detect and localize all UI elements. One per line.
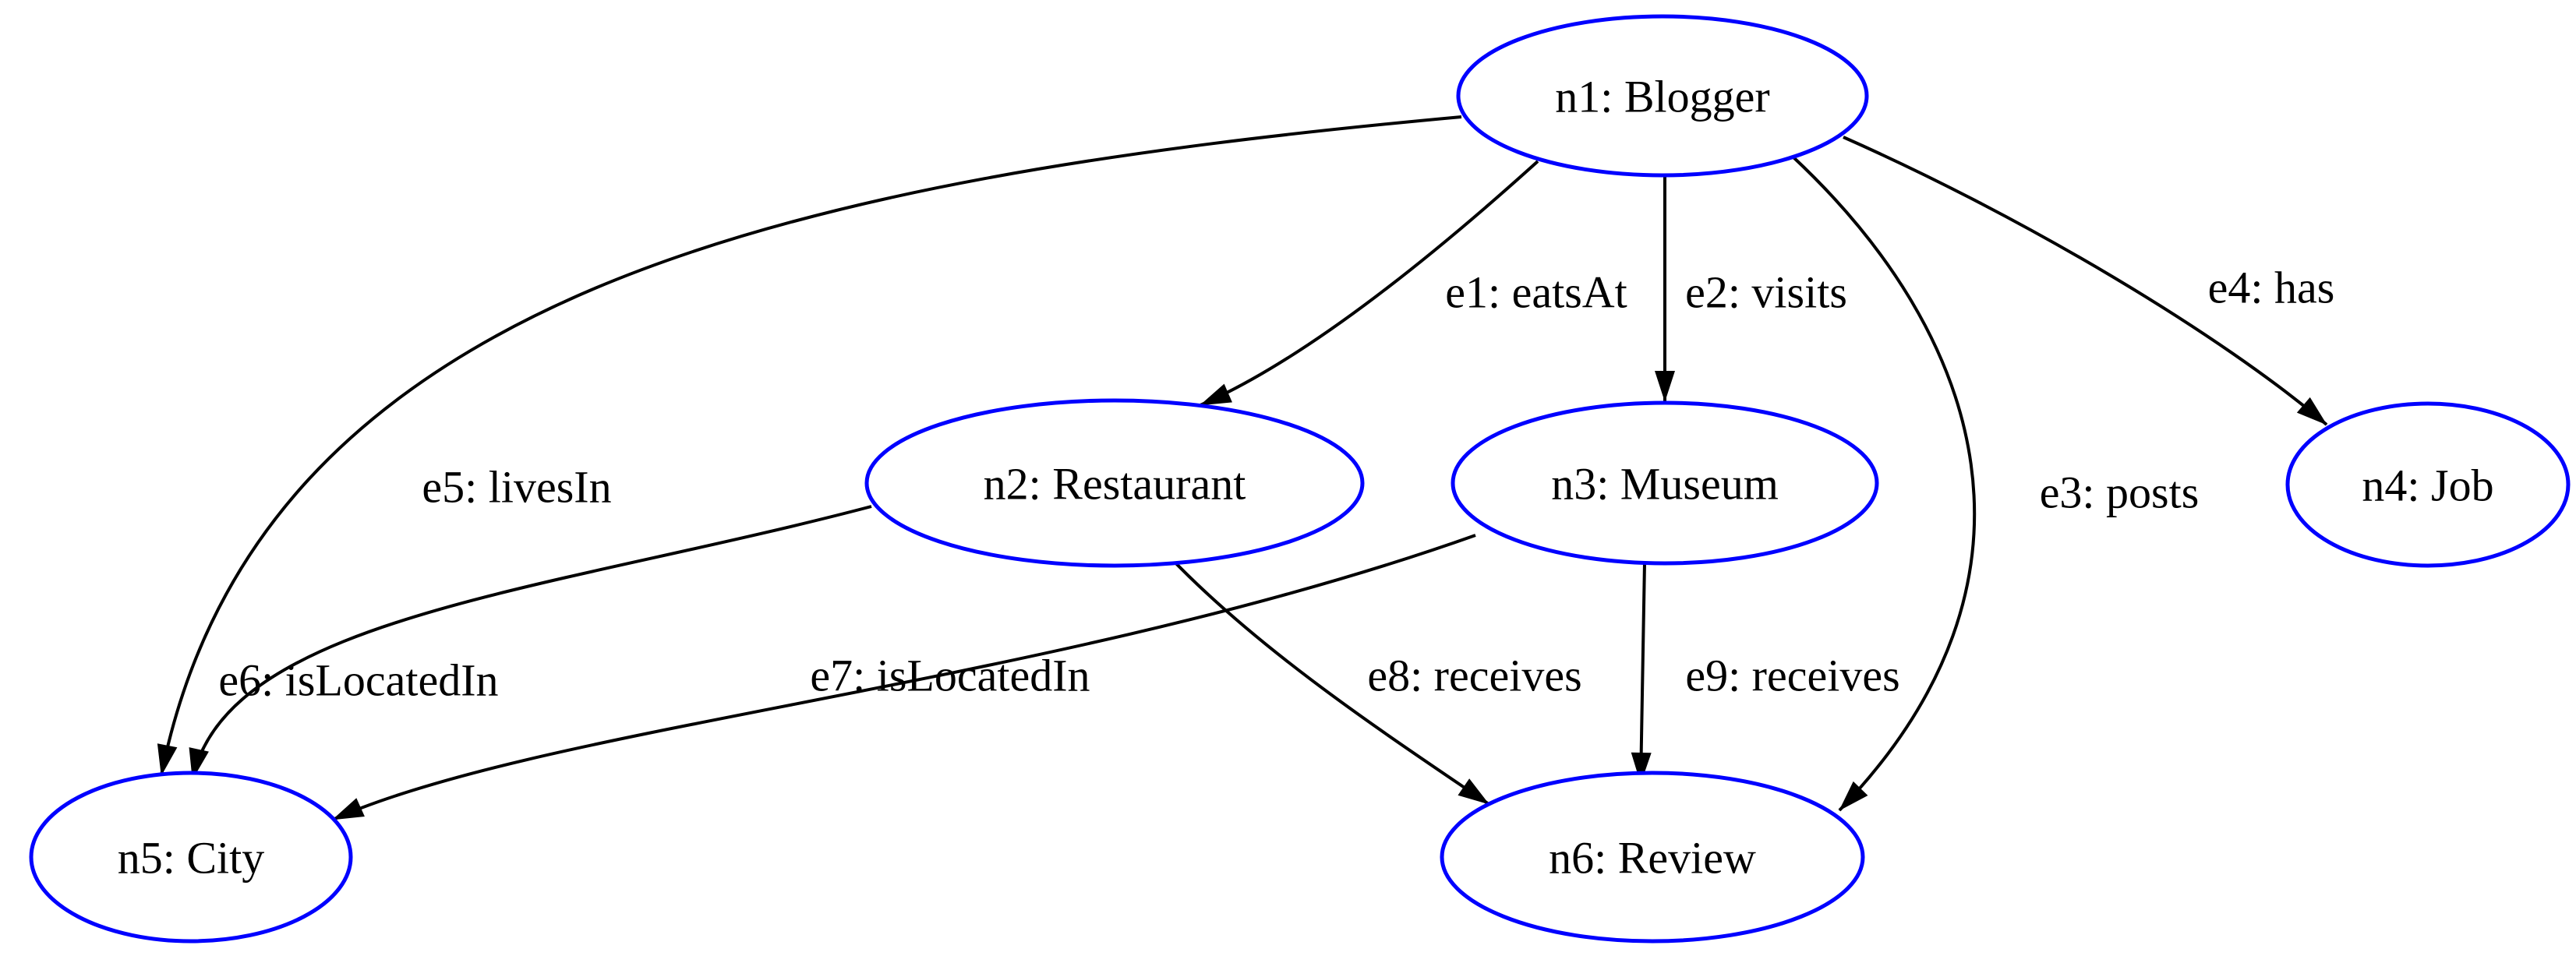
edge-e1-label: e1: eatsAt bbox=[1445, 266, 1627, 317]
edge-e2: e2: visits bbox=[1655, 175, 1847, 402]
edge-e6-label: e6: isLocatedIn bbox=[218, 654, 498, 705]
node-n3-ellipse bbox=[1451, 400, 1879, 566]
edge-e8-line bbox=[1166, 553, 1490, 806]
edge-e4-line bbox=[1843, 136, 2328, 426]
node-n1-ellipse bbox=[1456, 14, 1869, 178]
edge-e8-label: e8: receives bbox=[1367, 650, 1581, 700]
node-n5-label: n5: City bbox=[118, 832, 265, 883]
edge-e6-line bbox=[189, 505, 872, 780]
edge-e6: e6: isLocatedIn bbox=[189, 505, 872, 780]
edge-e7-line bbox=[332, 534, 1476, 821]
node-n2: n2: Restaurant bbox=[864, 398, 1365, 568]
edge-e3: e3: posts bbox=[1791, 155, 2200, 812]
node-n2-ellipse bbox=[864, 398, 1365, 568]
node-n4-ellipse bbox=[2285, 401, 2571, 568]
node-n3: n3: Museum bbox=[1451, 400, 1879, 566]
node-n4: n4: Job bbox=[2285, 401, 2571, 568]
edge-e9-line bbox=[1631, 562, 1652, 784]
edge-e3-line bbox=[1791, 155, 1977, 812]
node-n6-label: n6: Review bbox=[1549, 832, 1756, 883]
node-n6-ellipse bbox=[1440, 771, 1865, 944]
edge-e3-label: e3: posts bbox=[2040, 467, 2200, 517]
node-n4-label: n4: Job bbox=[2362, 460, 2493, 510]
edge-e4-label: e4: has bbox=[2208, 262, 2335, 312]
node-n5: n5: City bbox=[29, 771, 353, 944]
edge-e7: e7: isLocatedIn bbox=[332, 534, 1476, 821]
edge-e5-label: e5: livesIn bbox=[422, 461, 611, 512]
node-n2-label: n2: Restaurant bbox=[984, 458, 1246, 509]
edge-e5: e5: livesIn bbox=[157, 115, 1462, 776]
node-n6: n6: Review bbox=[1440, 771, 1865, 944]
edge-e9: e9: receives bbox=[1631, 562, 1900, 784]
edge-e1: e1: eatsAt bbox=[1200, 160, 1627, 407]
edge-e5-line bbox=[157, 115, 1462, 776]
node-n3-label: n3: Museum bbox=[1551, 458, 1779, 509]
edge-e9-label: e9: receives bbox=[1685, 650, 1899, 700]
edge-e2-label: e2: visits bbox=[1685, 266, 1847, 317]
edge-e7-label: e7: isLocatedIn bbox=[810, 650, 1090, 700]
edge-e8: e8: receives bbox=[1166, 553, 1582, 806]
node-n5-ellipse bbox=[29, 771, 353, 944]
node-n1-label: n1: Blogger bbox=[1555, 71, 1769, 122]
edge-e4: e4: has bbox=[1843, 136, 2335, 426]
node-n1: n1: Blogger bbox=[1456, 14, 1869, 178]
edge-e1-line bbox=[1200, 160, 1539, 407]
